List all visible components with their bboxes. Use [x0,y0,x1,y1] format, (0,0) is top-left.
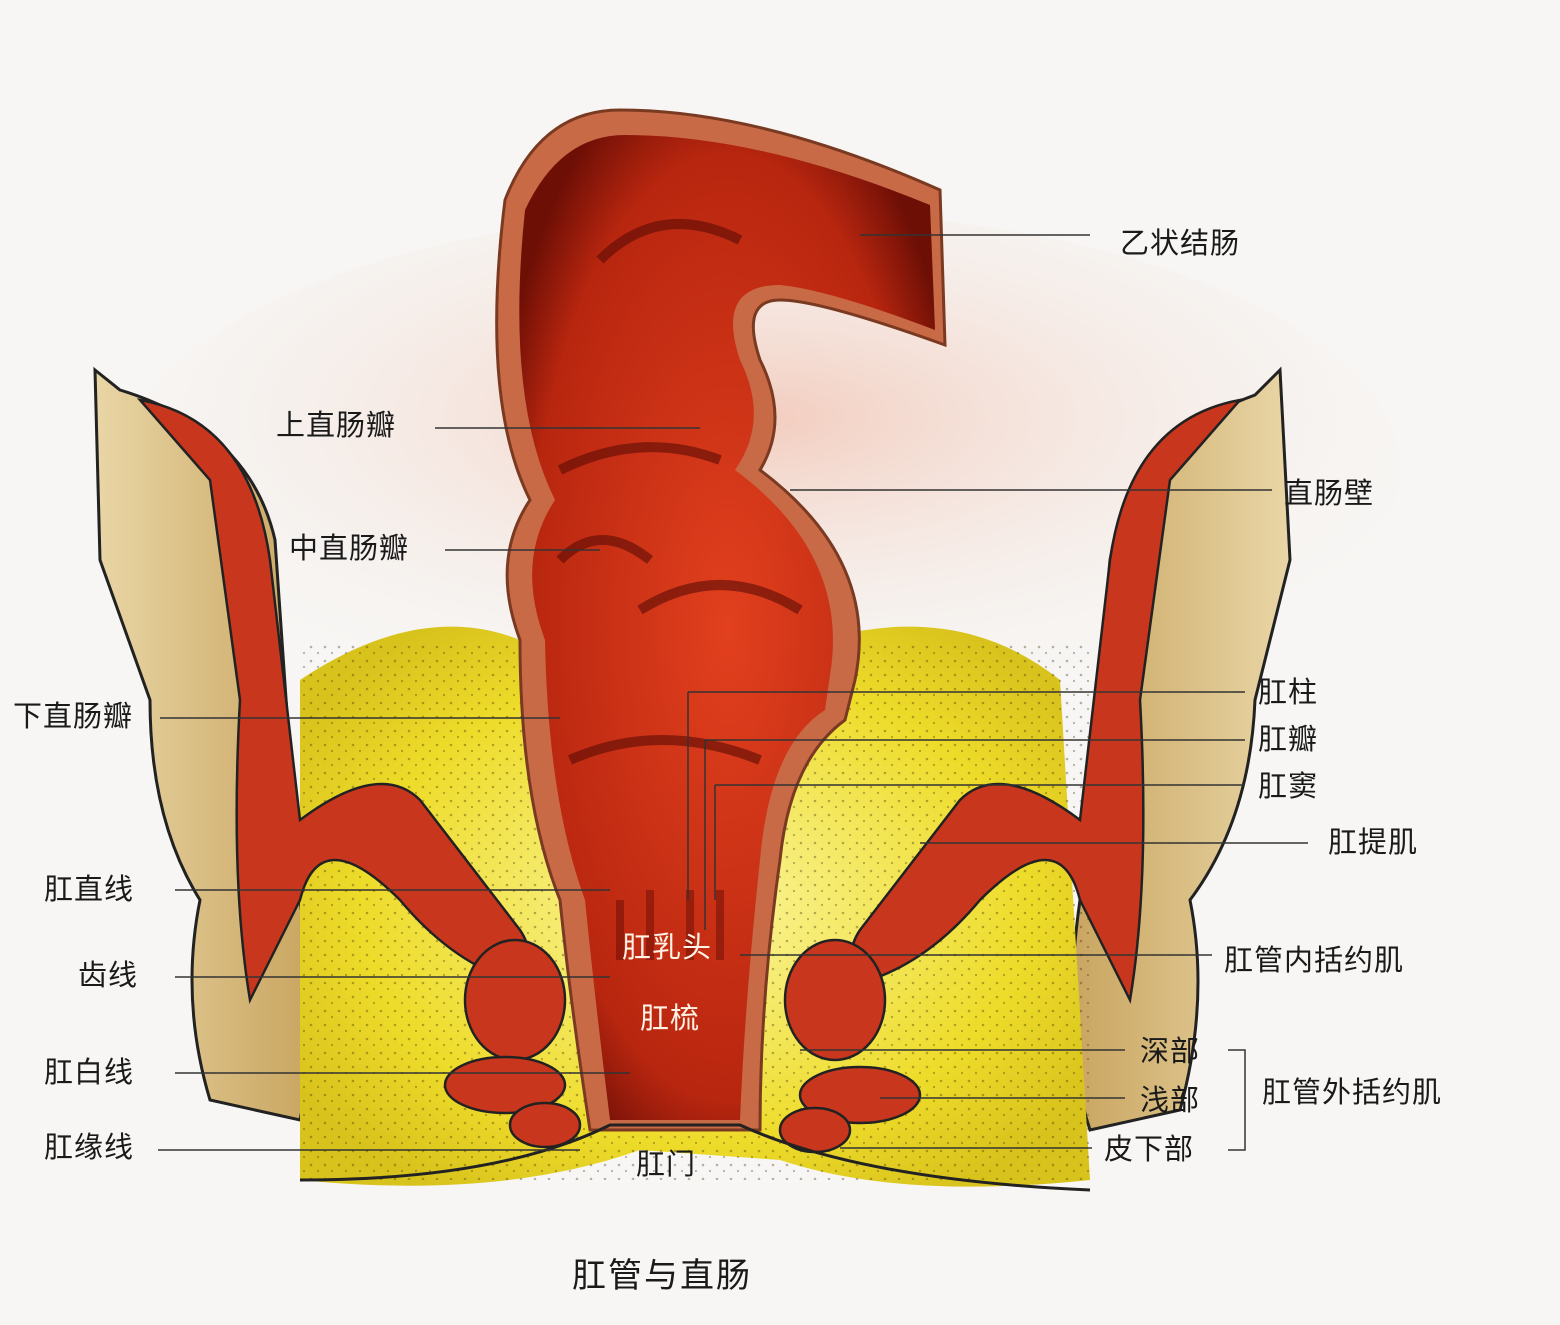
label-anal-columns: 肛柱 [1258,675,1319,709]
label-dentate-line: 齿线 [78,958,139,992]
label-anal-sinus: 肛窦 [1258,769,1319,803]
label-subcutaneous-part: 皮下部 [1104,1132,1195,1166]
label-anal-papilla: 肛乳头 [622,930,713,964]
leader-lines [158,234,1308,1151]
left-internal-sphincter [463,938,567,1062]
label-pecten: 肛梳 [640,1001,701,1035]
perianal-skin [299,1123,1091,1192]
label-deep-part: 深部 [1140,1034,1201,1068]
label-anal-valves: 肛瓣 [1258,722,1319,756]
label-internal-sphincter: 肛管内括约肌 [1224,943,1405,977]
label-anorectal-line: 肛直线 [44,872,135,906]
label-anal-verge: 肛缘线 [44,1130,135,1164]
label-upper-rectal-valve: 上直肠瓣 [276,408,397,442]
label-anus: 肛门 [636,1147,697,1181]
label-sigmoid-colon: 乙状结肠 [1120,226,1241,260]
label-external-sphincter: 肛管外括约肌 [1262,1075,1443,1109]
label-levator-ani: 肛提肌 [1328,825,1419,859]
rectal-lumen [519,135,935,1120]
label-superficial-part: 浅部 [1140,1083,1201,1117]
label-lower-rectal-valve: 下直肠瓣 [13,699,134,733]
right-internal-sphincter [783,938,887,1062]
label-rectal-wall: 直肠壁 [1284,476,1375,510]
figure-title: 肛管与直肠 [572,1256,752,1296]
label-anal-white-line: 肛白线 [44,1055,135,1089]
label-middle-rectal-valve: 中直肠瓣 [289,531,410,565]
right-levator-ani [850,398,1244,1004]
